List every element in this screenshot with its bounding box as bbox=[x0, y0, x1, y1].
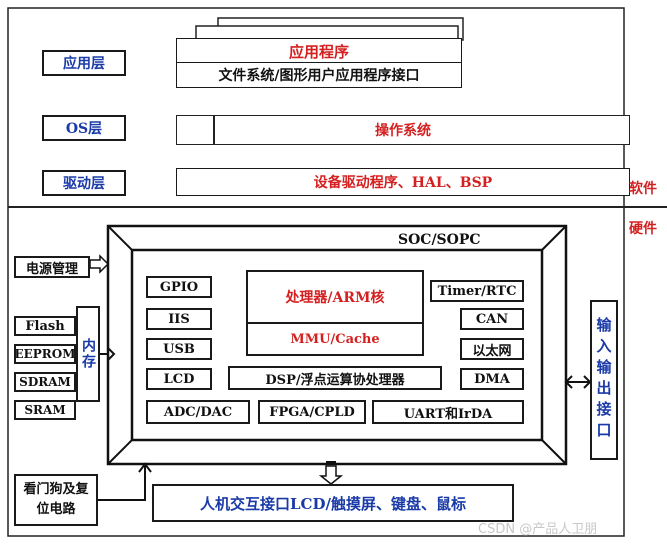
hmi-interface: 人机交互接口LCD/触摸屏、键盘、鼠标 bbox=[152, 484, 514, 522]
memory-flash: Flash bbox=[14, 316, 76, 336]
power-management-box: 电源管理 bbox=[14, 256, 90, 278]
module-adc-dac: ADC/DAC bbox=[146, 400, 250, 424]
software-side-label: 软件 bbox=[629, 181, 657, 197]
os-content-text: 操作系统 bbox=[375, 123, 431, 139]
app-layer-label: 应用层 bbox=[42, 50, 126, 76]
memory-label: 内存 bbox=[76, 306, 100, 402]
module-fpga-cpld: FPGA/CPLD bbox=[258, 400, 366, 424]
os-layer-label: OS层 bbox=[42, 115, 126, 141]
module-usb: USB bbox=[146, 338, 212, 360]
io-interface: 输入输出接口 bbox=[590, 300, 618, 460]
filesystem-gui-api-box: 文件系统/图形用户应用程序接口 bbox=[176, 62, 462, 88]
memory-sdram: SDRAM bbox=[14, 372, 76, 392]
module-uart-irda: UART和IrDA bbox=[372, 400, 524, 424]
watermark: CSDN @产品人卫朋 bbox=[478, 522, 598, 537]
memory-sram: SRAM bbox=[14, 400, 76, 420]
module-gpio: GPIO bbox=[146, 276, 212, 298]
processor-core: 处理器/ARM核 bbox=[248, 272, 422, 324]
module-lcd: LCD bbox=[146, 368, 212, 390]
os-box-divider bbox=[213, 116, 215, 144]
module-iis: IIS bbox=[146, 308, 212, 330]
dsp-coprocessor: DSP/浮点运算协处理器 bbox=[228, 366, 442, 390]
driver-content-box: 设备驱动程序、HAL、BSP bbox=[176, 168, 630, 196]
hardware-side-label: 硬件 bbox=[629, 221, 657, 237]
module-dma: DMA bbox=[460, 368, 524, 390]
app-program-box: 应用程序 bbox=[176, 38, 462, 64]
soc-label: SOC/SOPC bbox=[398, 232, 481, 248]
mmu-cache: MMU/Cache bbox=[290, 331, 380, 347]
os-content-box: 操作系统 bbox=[176, 115, 630, 145]
processor-block: 处理器/ARM核 MMU/Cache bbox=[246, 270, 424, 356]
module-can: CAN bbox=[460, 308, 524, 330]
module-ethernet: 以太网 bbox=[460, 338, 524, 360]
watchdog-reset-circuit: 看门狗及复位电路 bbox=[14, 474, 98, 526]
module-timer-rtc: Timer/RTC bbox=[430, 280, 524, 302]
driver-layer-label: 驱动层 bbox=[42, 170, 126, 196]
memory-eeprom: EEPROM bbox=[14, 344, 76, 364]
